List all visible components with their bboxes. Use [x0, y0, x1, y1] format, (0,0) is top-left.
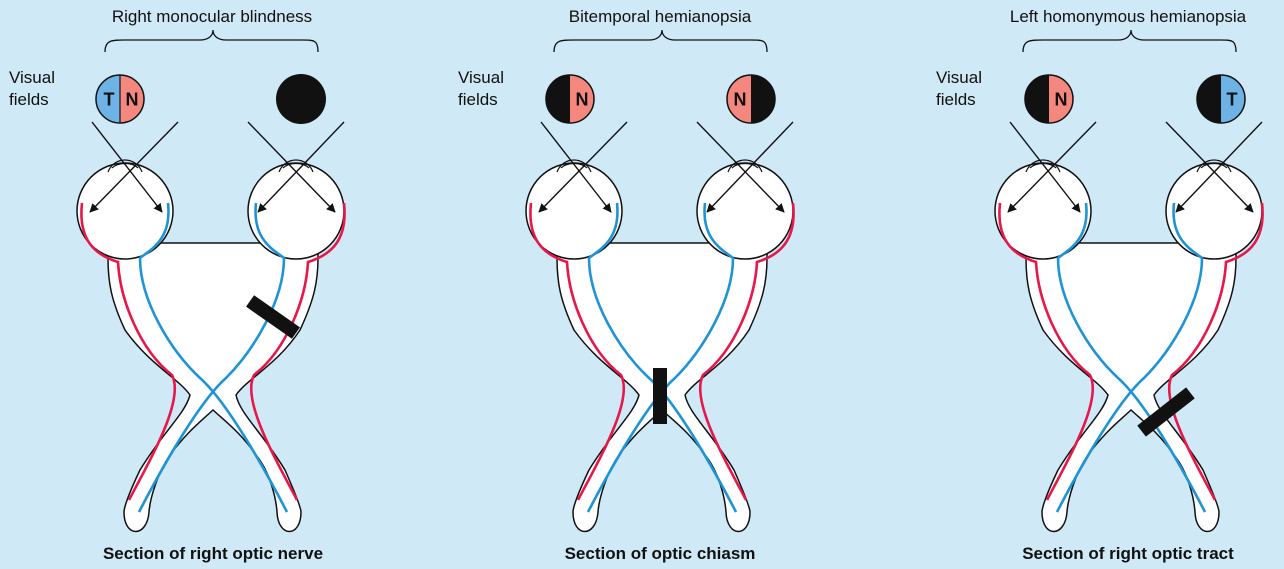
- panel-3-caption: Section of right optic tract: [1022, 544, 1234, 564]
- panel-3-left-field-nasal-letter: N: [1055, 90, 1068, 111]
- panel-1-caption: Section of right optic nerve: [103, 544, 323, 564]
- panel-2-visual-fields-label: Visual fields: [458, 67, 518, 111]
- right-visual-field-circle-blind: [276, 74, 326, 124]
- panel-left-homonymous-hemianopsia: [995, 30, 1263, 532]
- panel-2-caption: Section of optic chiasm: [565, 544, 756, 564]
- panel-2-left-field-nasal-letter: N: [576, 90, 589, 111]
- right-visual-field-circle: [1197, 75, 1245, 123]
- panel-1-title: Right monocular blindness: [112, 7, 312, 27]
- panel-3-right-field-temporal-letter: T: [1227, 90, 1238, 111]
- panel-bitemporal-hemianopsia: [526, 30, 794, 532]
- panel-1-left-field-nasal-letter: N: [126, 90, 139, 111]
- panel-1-visual-fields-label: Visual fields: [9, 67, 69, 111]
- panel-3-title: Left homonymous hemianopsia: [1010, 7, 1246, 27]
- panel-2-title: Bitemporal hemianopsia: [569, 7, 751, 27]
- lesion-marker: [653, 368, 667, 424]
- panel-1-left-field-temporal-letter: T: [104, 90, 115, 111]
- panel-3-visual-fields-label: Visual fields: [936, 67, 996, 111]
- panel-right-monocular-blindness: [77, 30, 345, 532]
- panel-2-right-field-nasal-letter: N: [734, 90, 747, 111]
